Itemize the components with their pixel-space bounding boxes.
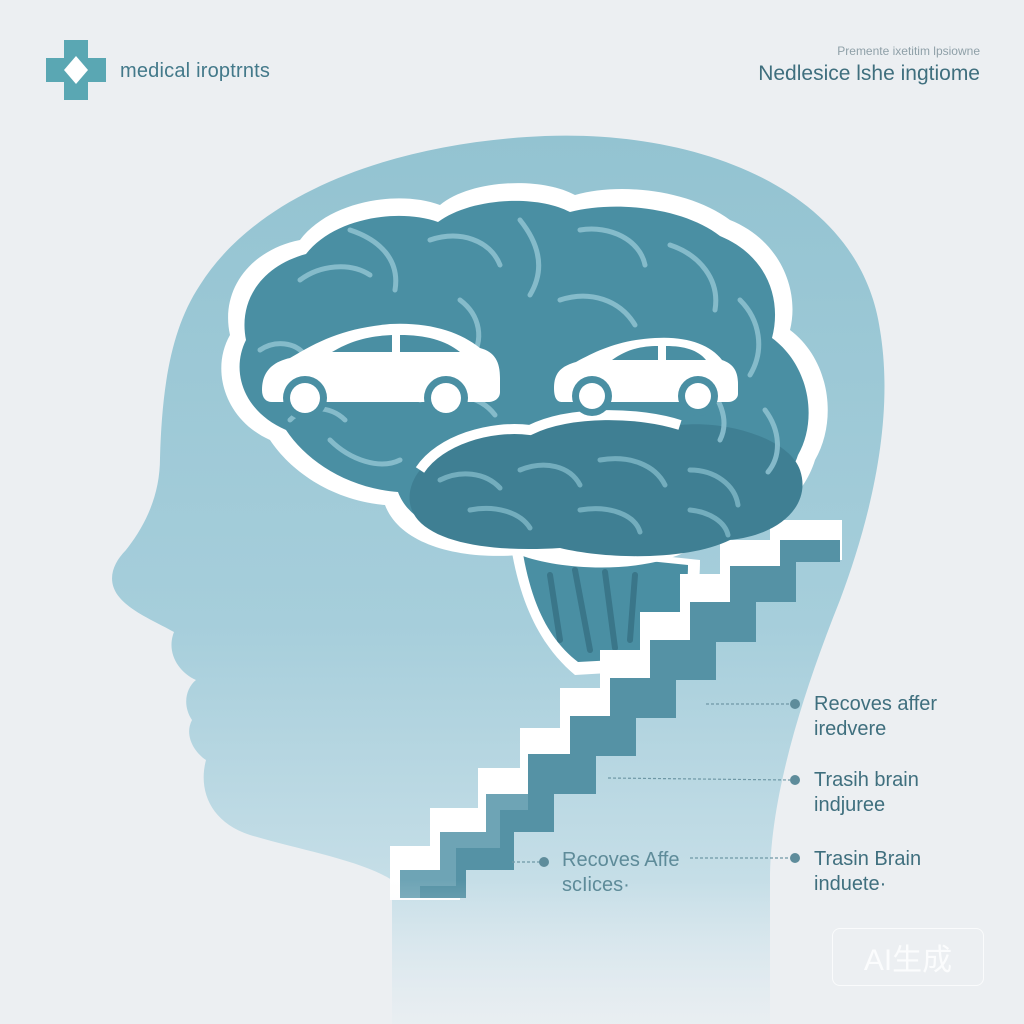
car-right-icon (554, 337, 738, 416)
brain (221, 183, 828, 568)
car-left-icon (262, 323, 500, 420)
annotation-label: Recoves Affe scIices· (562, 849, 680, 896)
header-subtitle: Premente ixetitim lpsiowne (837, 44, 980, 58)
stairs (390, 520, 842, 900)
annotation-label: Trasin Brain induete· (814, 848, 922, 895)
ai-generated-watermark: AI生成 (832, 928, 984, 986)
leader-dots (539, 699, 800, 867)
header-title: Nedlesice lshe ingtiome (758, 62, 980, 85)
leader-lines (512, 703, 791, 863)
annotation-label: Recoves affer iredvere (814, 693, 938, 740)
annotation-label: Trasih brain indjuree (814, 769, 919, 816)
medical-cross-icon (46, 40, 106, 100)
brand-name: medical iroptrnts (120, 60, 271, 82)
